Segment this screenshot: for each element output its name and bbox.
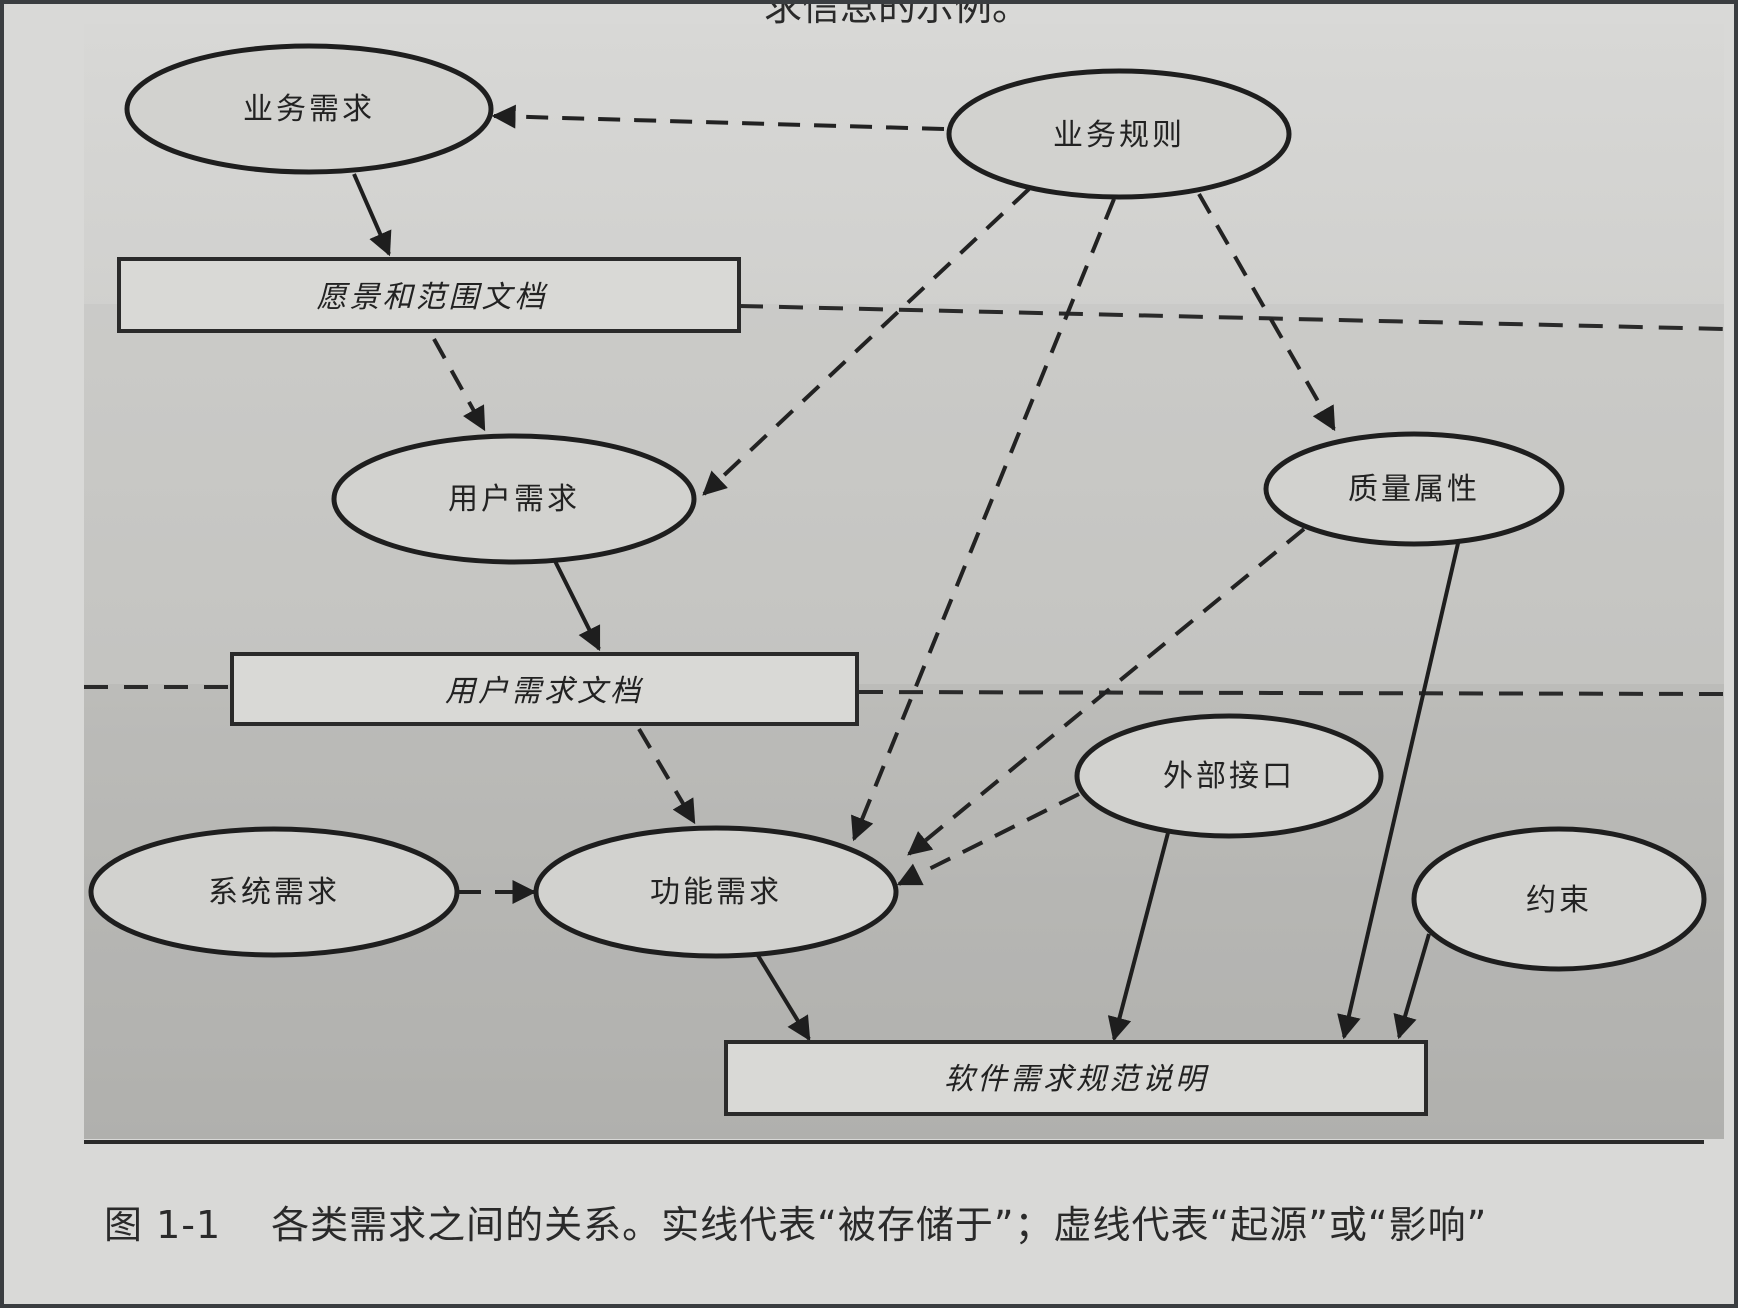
edge-rules-to-business bbox=[491, 104, 945, 131]
node-user-requirements-document: 用户需求文档 bbox=[230, 652, 859, 726]
figure-caption-text: 各类需求之间的关系。实线代表“被存储于”；虚线代表“起源”或“影响” bbox=[271, 1203, 1488, 1247]
edge-constraints-to-srs bbox=[1393, 933, 1431, 1040]
requirements-diagram: 业务需求 业务规则 用户需求 质量属性 外部接口 系统需求 功能需求 约束 bbox=[84, 24, 1725, 1144]
node-label: 质量属性 bbox=[1348, 472, 1480, 507]
node-system-requirements: 系统需求 bbox=[88, 826, 460, 958]
node-label: 业务规则 bbox=[1053, 118, 1185, 153]
divider-upper bbox=[738, 304, 1725, 331]
edge-userdoc-to-functional bbox=[637, 727, 696, 825]
node-label: 用户需求文档 bbox=[445, 674, 644, 709]
edge-vision-to-user bbox=[432, 338, 486, 432]
node-label: 软件需求规范说明 bbox=[944, 1062, 1209, 1097]
book-page: 求信息的示例。 bbox=[4, 4, 1734, 1304]
node-label: 愿景和范围文档 bbox=[317, 280, 549, 315]
node-label: 用户需求 bbox=[448, 482, 580, 517]
node-business-rules: 业务规则 bbox=[946, 68, 1292, 200]
edge-quality-to-srs bbox=[1337, 538, 1461, 1040]
divider-lower-right bbox=[858, 690, 1725, 696]
edge-interface-to-srs bbox=[1107, 828, 1171, 1042]
edge-quality-to-functional bbox=[907, 527, 1306, 856]
node-label: 系统需求 bbox=[208, 875, 340, 910]
node-business-requirements: 业务需求 bbox=[124, 43, 494, 175]
figure-number: 图 1-1 bbox=[104, 1203, 222, 1247]
node-vision-scope-document: 愿景和范围文档 bbox=[117, 257, 741, 333]
node-software-requirements-specification: 软件需求规范说明 bbox=[724, 1040, 1428, 1116]
node-label: 约束 bbox=[1526, 883, 1592, 918]
node-label: 业务需求 bbox=[243, 92, 375, 127]
edge-functional-to-srs bbox=[752, 947, 811, 1042]
edge-user-to-userdoc bbox=[552, 558, 601, 652]
figure-caption: 图 1-1 各类需求之间的关系。实线代表“被存储于”；虚线代表“起源”或“影响” bbox=[104, 1194, 1487, 1249]
node-functional-requirements: 功能需求 bbox=[533, 825, 899, 959]
node-quality-attributes: 质量属性 bbox=[1263, 431, 1565, 547]
node-external-interface: 外部接口 bbox=[1074, 713, 1384, 839]
edge-rules-to-user bbox=[702, 187, 1031, 496]
edge-business-to-vision bbox=[352, 173, 392, 257]
edge-rules-to-functional bbox=[851, 198, 1116, 842]
node-constraints: 约束 bbox=[1411, 826, 1707, 972]
node-user-requirements: 用户需求 bbox=[331, 433, 697, 565]
node-label: 功能需求 bbox=[650, 875, 782, 910]
edge-rules-to-quality bbox=[1197, 193, 1336, 432]
node-label: 外部接口 bbox=[1163, 759, 1295, 794]
